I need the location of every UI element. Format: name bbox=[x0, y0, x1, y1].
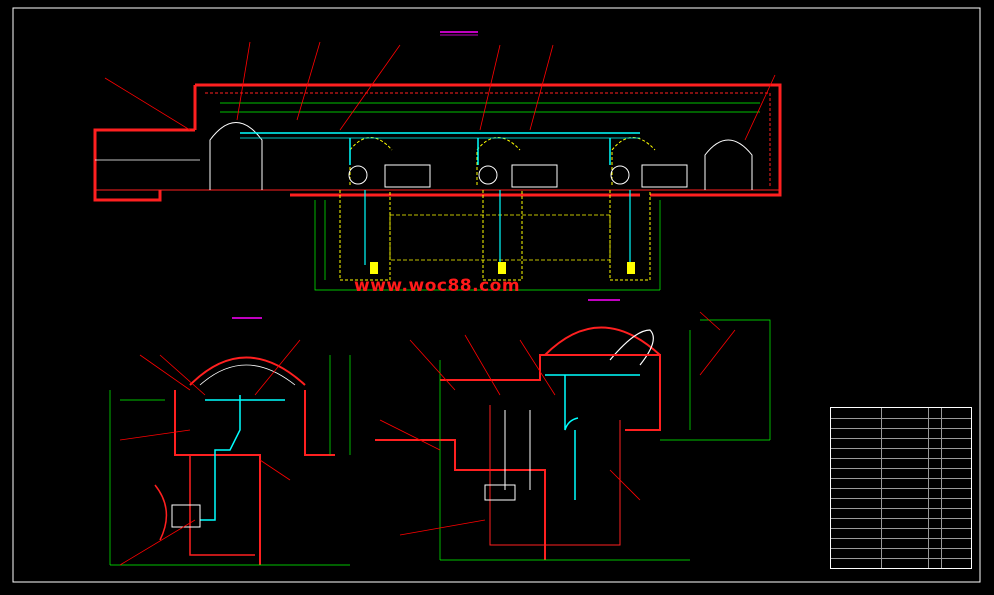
arch-3-3 bbox=[544, 326, 661, 356]
pump-unit-3 bbox=[609, 138, 688, 188]
pump-unit-2 bbox=[477, 138, 558, 188]
section-1-1 bbox=[93, 31, 782, 291]
watermark-text: www.woc88.com bbox=[354, 276, 521, 296]
arch-1 bbox=[209, 122, 263, 190]
title-block bbox=[830, 407, 972, 569]
pump-unit-1 bbox=[348, 138, 431, 188]
wall-outline bbox=[93, 83, 782, 202]
arch-2-2 bbox=[189, 356, 306, 386]
well-2 bbox=[482, 190, 523, 281]
section-2-2 bbox=[109, 317, 351, 566]
elbow-pipe bbox=[609, 329, 654, 366]
section-3-3 bbox=[375, 299, 771, 561]
arch-2 bbox=[704, 139, 753, 190]
drawing-border bbox=[12, 7, 981, 583]
